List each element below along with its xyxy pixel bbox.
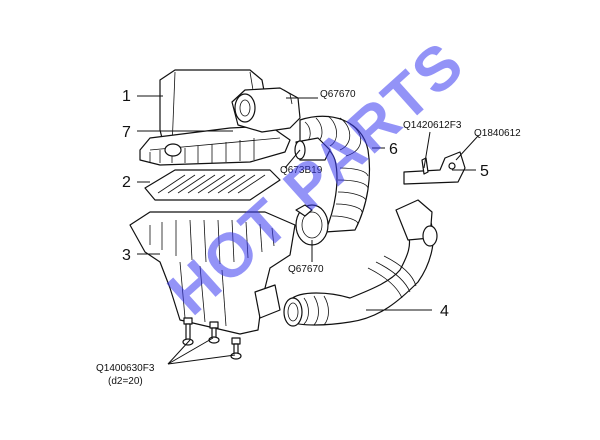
code-q67670-top: Q67670 <box>320 89 356 100</box>
mounting-bracket <box>403 151 466 185</box>
bolt-3 <box>230 337 242 360</box>
connector-pipe <box>294 137 331 161</box>
leader-lines <box>137 95 479 365</box>
sensor-housing <box>231 87 301 133</box>
callout-6: 6 <box>389 141 398 158</box>
code-q1420612f3: Q1420612F3 <box>403 120 462 131</box>
callout-4: 4 <box>440 303 449 320</box>
callout-7: 7 <box>122 124 131 141</box>
callout-3: 3 <box>122 247 131 264</box>
callout-2: 2 <box>122 174 131 191</box>
cover-frame <box>139 125 291 166</box>
bolt-1 <box>182 317 194 346</box>
intake-duct <box>283 199 438 327</box>
code-q1840612: Q1840612 <box>474 128 521 139</box>
callout-5: 5 <box>480 163 489 180</box>
code-d2: (d2=20) <box>108 376 143 387</box>
code-q1400630f3: Q1400630F3 <box>96 363 155 374</box>
filter-element <box>144 169 281 201</box>
air-box-lower <box>129 211 296 335</box>
callout-1: 1 <box>122 88 131 105</box>
code-q673b19: Q673B19 <box>280 165 323 176</box>
mounting-bolts <box>182 317 242 360</box>
code-q67670-bottom: Q67670 <box>288 264 324 275</box>
bolt-2 <box>208 321 220 344</box>
hose-clamp-bottom <box>295 204 329 246</box>
